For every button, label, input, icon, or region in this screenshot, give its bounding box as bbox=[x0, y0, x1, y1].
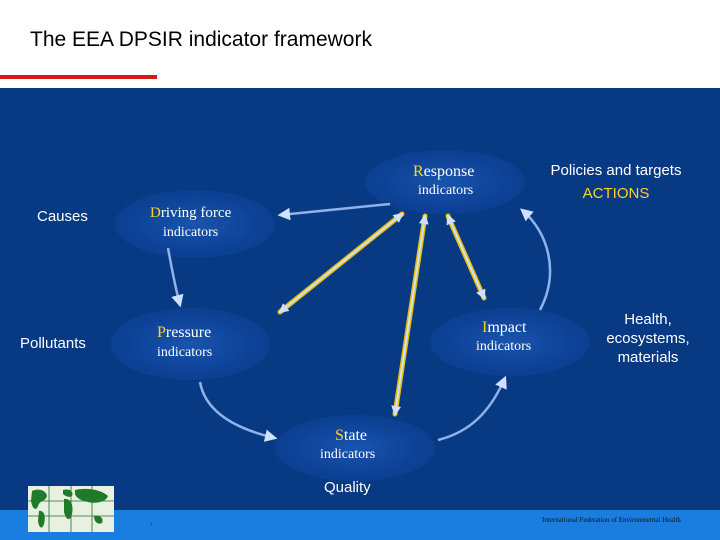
pressure-sublabel: indicators bbox=[157, 345, 213, 360]
quality-label: Quality bbox=[324, 479, 371, 496]
driving-force-label: Driving force bbox=[150, 205, 231, 222]
causes-label: Causes bbox=[37, 208, 88, 225]
ecosystems-label: ecosystems, bbox=[606, 330, 690, 347]
title-underline bbox=[0, 75, 157, 79]
response-node bbox=[365, 150, 525, 214]
arrow-state-to-impact bbox=[437, 375, 507, 442]
health-block: Health, ecosystems, materials bbox=[592, 310, 704, 367]
impact-sublabel: indicators bbox=[476, 339, 532, 354]
state-label-rest: tate bbox=[343, 427, 367, 444]
pressure-label-initial: P bbox=[157, 324, 166, 341]
state-node bbox=[275, 415, 435, 481]
footer-page-number: 1 bbox=[150, 521, 153, 526]
state-label: State bbox=[335, 427, 367, 445]
pollutants-label: Pollutants bbox=[20, 335, 86, 352]
response-label-initial: R bbox=[413, 163, 424, 180]
pressure-node bbox=[110, 308, 270, 380]
response-sublabel: indicators bbox=[418, 183, 474, 198]
driving-label-rest: riving force bbox=[160, 205, 232, 221]
response-label-rest: esponse bbox=[423, 163, 475, 180]
arrow-pressure-to-state bbox=[198, 381, 278, 442]
policies-label: Policies and targets bbox=[550, 162, 682, 179]
health-label: Health, bbox=[624, 311, 672, 328]
pressure-label: Pressure bbox=[157, 324, 211, 342]
footer-bar bbox=[0, 510, 720, 540]
driving-force-node bbox=[115, 190, 275, 258]
driving-force-sublabel: indicators bbox=[163, 225, 219, 240]
world-map-logo-icon bbox=[28, 486, 114, 532]
arrow-impact-to-response bbox=[520, 208, 552, 311]
impact-label-rest: mpact bbox=[487, 319, 527, 336]
state-label-initial: S bbox=[335, 427, 344, 444]
driving-label-initial: D bbox=[150, 205, 161, 221]
arrow-response-to-driving bbox=[277, 202, 391, 221]
actions-label: ACTIONS bbox=[582, 185, 650, 202]
pressure-label-rest: ressure bbox=[165, 324, 212, 341]
footer-organization: International Federation of Environmenta… bbox=[542, 516, 681, 524]
response-label: Response bbox=[413, 163, 474, 181]
impact-label: Impact bbox=[482, 319, 526, 337]
impact-label-initial: I bbox=[482, 319, 488, 336]
arrow-driving-to-pressure bbox=[166, 247, 184, 308]
policies-block: Policies and targets ACTIONS bbox=[530, 159, 702, 205]
materials-label: materials bbox=[617, 349, 679, 366]
page-title: The EEA DPSIR indicator framework bbox=[30, 28, 372, 51]
arrow-response-to-state bbox=[391, 214, 429, 416]
state-sublabel: indicators bbox=[320, 447, 376, 462]
arrow-response-to-impact bbox=[446, 214, 486, 300]
title-area: The EEA DPSIR indicator framework bbox=[0, 0, 720, 88]
impact-node bbox=[430, 308, 590, 376]
arrow-response-to-pressure bbox=[278, 212, 404, 314]
